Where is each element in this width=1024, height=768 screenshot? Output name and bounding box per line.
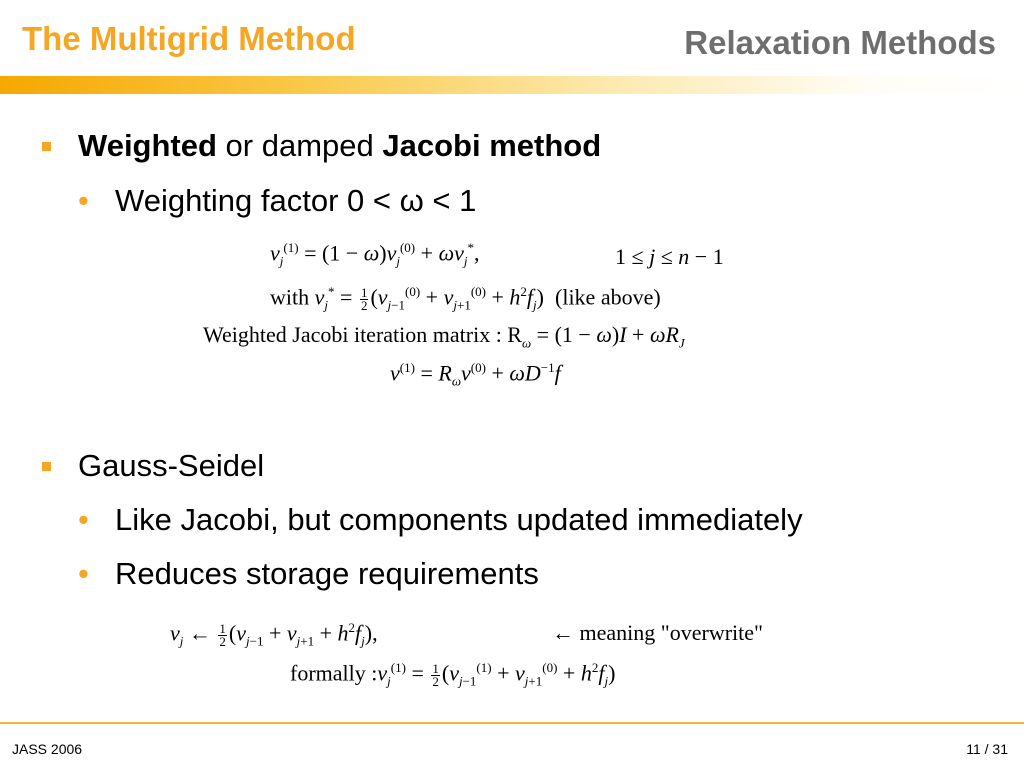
equation-iteration-matrix: Weighted Jacobi iteration matrix : Rω = … [203,322,685,351]
page-number: 11 / 31 [966,741,1008,757]
equation-range: 1 ≤ j ≤ n − 1 [615,244,724,269]
header-gradient-bar [0,76,1024,94]
bullet-text: Weighted or damped Jacobi method [78,128,602,163]
footer-divider [0,722,1024,724]
equation-jacobi-update: vj(1) = (1 − ω)vj(0) + ωvj*, [270,240,480,269]
equation-matrix-form: v(1) = Rωv(0) + ωD−1f [390,360,561,389]
sub-bullet-text: Like Jacobi, but components updated imme… [115,502,803,537]
equation-overwrite-note: ← meaning "overwrite" [552,620,764,645]
slide-title: Relaxation Methods [684,24,996,61]
dot-bullet-icon: • [78,183,89,218]
sub-bullet-text: Weighting factor 0 < ω < 1 [115,183,477,218]
dot-bullet-icon: • [78,502,89,537]
square-bullet-icon [42,462,51,471]
bullet-text: Gauss-Seidel [78,448,265,483]
presentation-title: The Multigrid Method [22,20,356,57]
sub-bullet-text: Reduces storage requirements [115,556,539,591]
square-bullet-icon [42,142,51,151]
footer-event: JASS 2006 [12,741,83,757]
dot-bullet-icon: • [78,556,89,591]
